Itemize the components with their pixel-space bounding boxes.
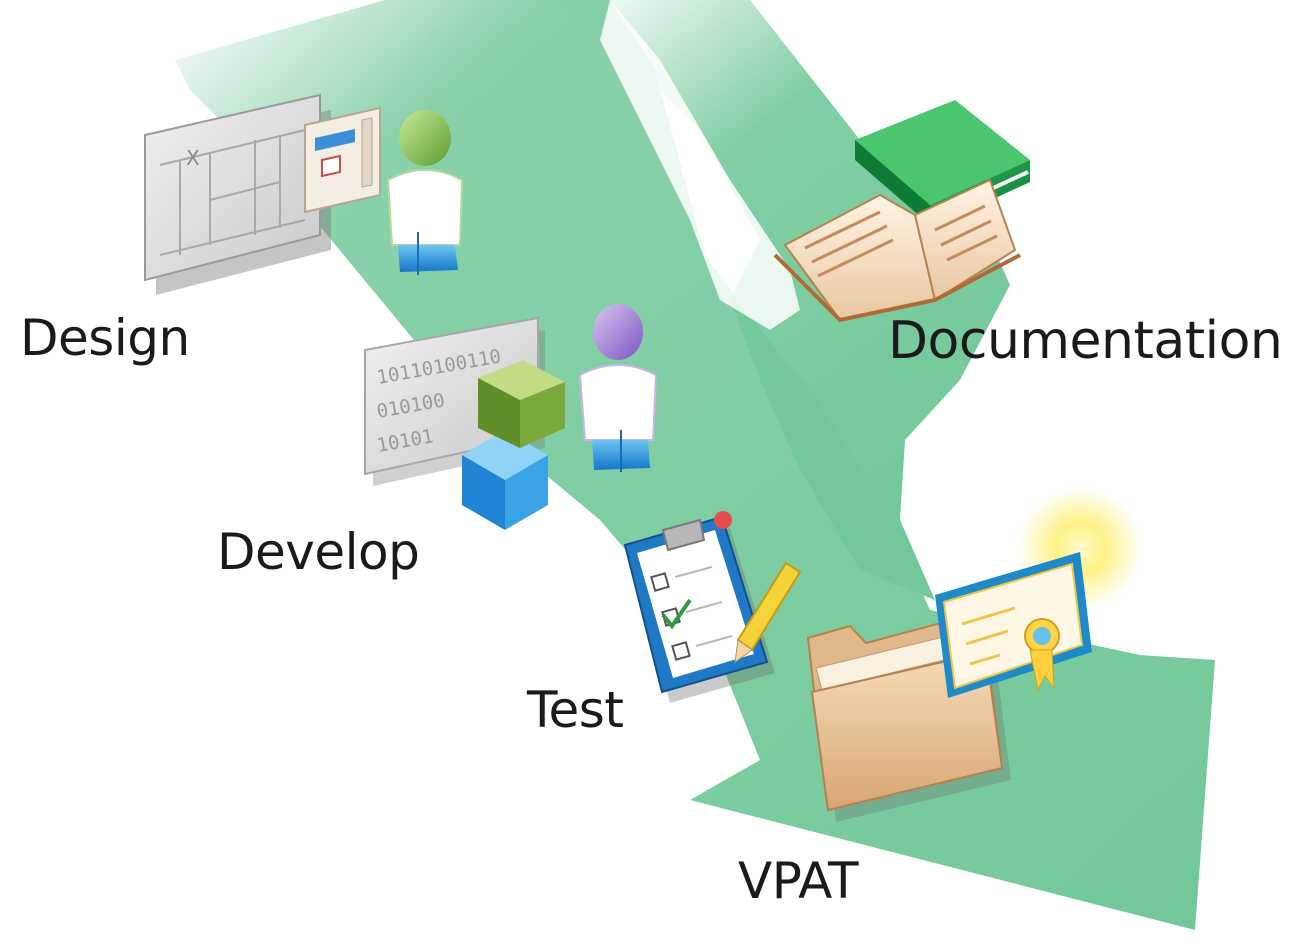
blueprint-x-mark: X xyxy=(186,146,200,170)
develop-label: Develop xyxy=(217,523,420,581)
design-label: Design xyxy=(20,309,190,367)
blueprint-icon: X xyxy=(144,93,331,295)
green-cube-icon xyxy=(478,360,565,448)
pencil-icon xyxy=(734,561,802,664)
path-highlight xyxy=(600,0,800,330)
test-label: Test xyxy=(527,681,624,739)
documentation-label: Documentation xyxy=(888,311,1283,371)
folder-certificate-icon xyxy=(806,486,1142,822)
book-icon xyxy=(773,100,1030,323)
window-icon xyxy=(304,106,381,214)
vpat-label: VPAT xyxy=(738,852,859,910)
developer-person-icon xyxy=(578,304,658,472)
designer-person-icon xyxy=(386,110,464,275)
blue-cube-icon xyxy=(462,430,548,530)
